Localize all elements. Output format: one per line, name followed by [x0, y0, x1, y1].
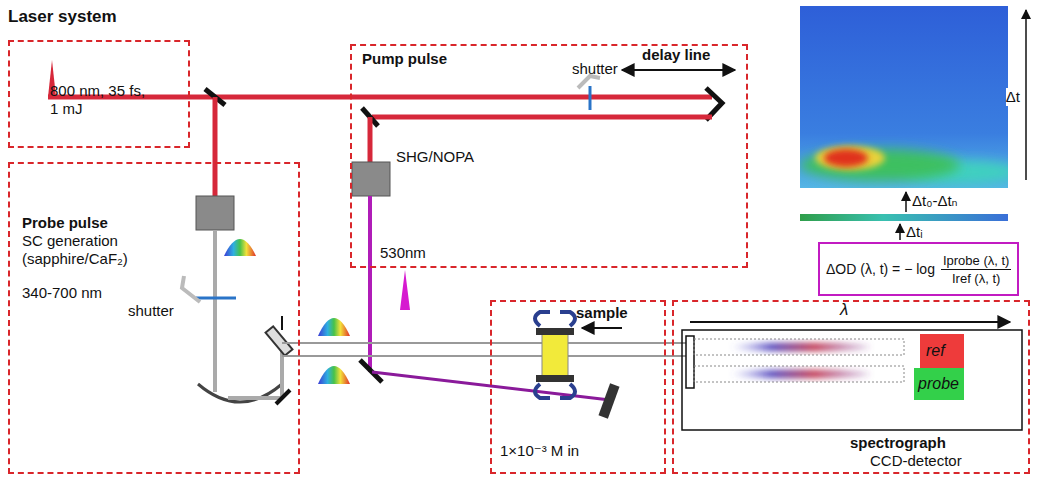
formula-text: ΔOD (λ, t) = − log	[826, 261, 935, 277]
shutter-label: shutter	[128, 302, 174, 320]
label-text: spectrograph	[850, 434, 946, 452]
label-text: Probe pulse	[22, 214, 108, 232]
formula-fraction: Iprobe (λ, t)Iref (λ, t)	[941, 252, 1011, 287]
axis-label: Δt	[1006, 88, 1020, 106]
label-text: Pump pulse	[362, 50, 447, 68]
laser-region: Laser system800 nm, 35 fs, 1 mJ	[8, 40, 190, 148]
label-text: 1×10⁻³ M in	[500, 442, 579, 460]
label-text: SC generation (sapphire/CaF₂)	[22, 232, 187, 268]
probe-area: probe	[914, 368, 964, 400]
spectrograph-region: spectrographCCD-detector ref probe	[672, 300, 1030, 474]
sample-region: 1×10⁻³ M in	[490, 300, 666, 474]
component-label: SHG/NOPA	[396, 148, 474, 166]
delay-line-label: delay line	[642, 46, 710, 64]
time-label: Δt₀-Δtₙ	[912, 192, 958, 210]
label-text: probe	[918, 375, 959, 393]
ref-area: ref	[920, 334, 964, 368]
label-text: CCD-detector	[870, 452, 962, 470]
time-label: Δtᵢ	[906, 223, 923, 241]
axis-label: λ	[840, 301, 848, 319]
denominator: Iref (λ, t)	[950, 270, 1002, 287]
shutter-label: shutter	[572, 60, 618, 78]
label-text: 800 nm, 35 fs, 1 mJ	[50, 82, 150, 118]
label-text: ref	[926, 342, 945, 360]
wavelength-label: 530nm	[380, 244, 426, 262]
formula-box: ΔOD (λ, t) = − log Iprobe (λ, t)Iref (λ, …	[818, 242, 1019, 296]
label-text: 340-700 nm	[22, 284, 102, 302]
label-text: Laser system	[8, 8, 117, 26]
numerator: Iprobe (λ, t)	[941, 252, 1011, 270]
sample-label: sample	[576, 304, 628, 322]
